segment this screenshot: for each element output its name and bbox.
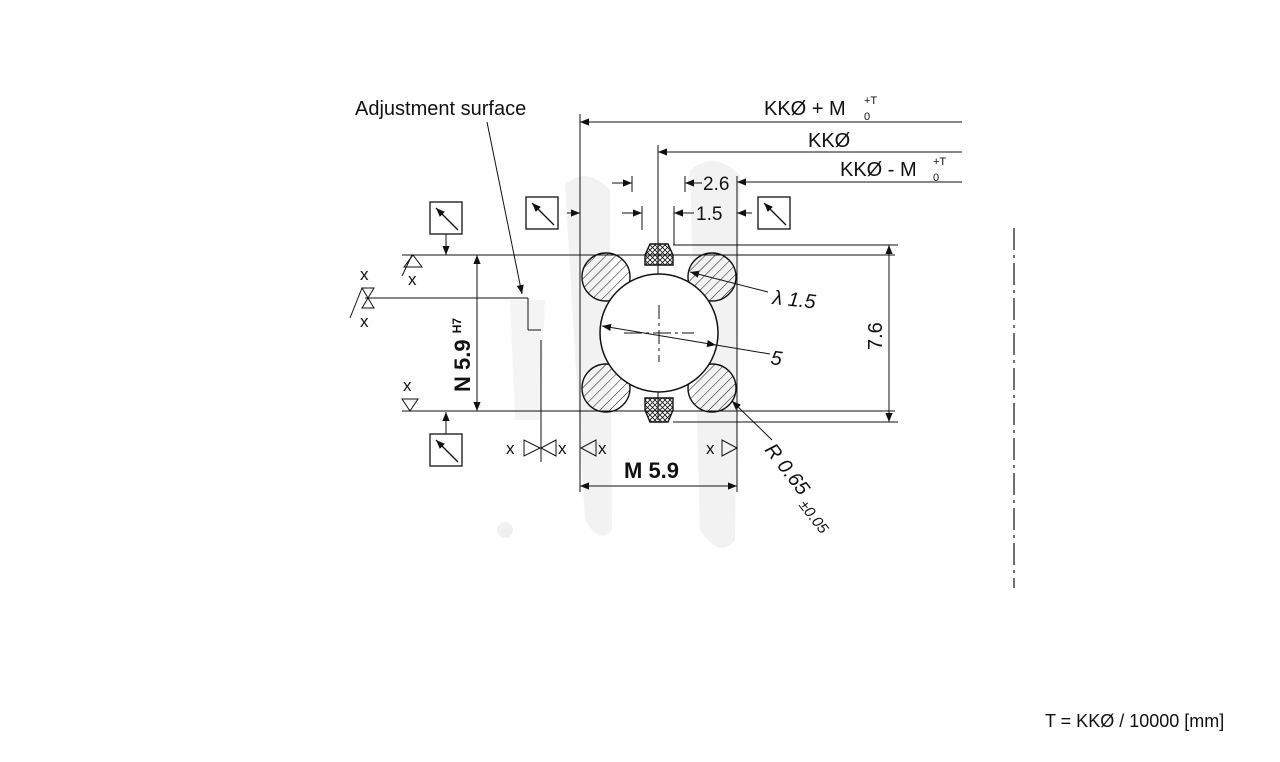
adjustment-leader <box>486 121 524 295</box>
radius-leader <box>731 400 773 441</box>
surface-marks-bottom: x x x x <box>506 439 739 458</box>
tolerance-box-icon <box>757 196 791 230</box>
x-mark: x <box>403 376 412 395</box>
adjustment-surface-label: Adjustment surface <box>355 98 526 120</box>
tolerance-box-icon <box>429 412 463 467</box>
surface-marks-left: x x x x <box>349 254 423 412</box>
dim-n59-main: N 5.9 <box>450 339 475 392</box>
x-mark: x <box>360 312 369 331</box>
kk-minus-label: KKØ - M <box>840 159 917 181</box>
x-mark: x <box>506 439 515 458</box>
kk-plus-sub: 0 <box>864 111 870 123</box>
part-section <box>581 243 771 423</box>
tolerance-box-icon <box>429 201 463 255</box>
x-mark: x <box>360 265 369 284</box>
radius-label: R 0.65 ±0.05 <box>755 440 840 538</box>
dim-7-6 <box>673 244 898 423</box>
x-mark: x <box>598 439 607 458</box>
dim-n59-sup: H7 <box>450 318 464 334</box>
tolerance-box-icon <box>525 196 559 230</box>
radius-main: R 0.65 <box>760 440 814 501</box>
dim-5-label: 5 <box>769 347 784 370</box>
x-mark: x <box>558 439 567 458</box>
tolerance-formula: T = KKØ / 10000 [mm] <box>1045 711 1224 731</box>
kk-plus-sup: +T <box>864 95 877 107</box>
dim-m59-label: M 5.9 <box>624 458 679 483</box>
x-mark: x <box>408 270 417 289</box>
kk-plus-main: KKØ + M <box>764 98 846 120</box>
radius-tol: ±0.05 <box>795 497 832 537</box>
dim-7-6-label: 7.6 <box>865 322 887 350</box>
kk-label: KKØ <box>808 130 850 152</box>
x-mark: x <box>706 439 715 458</box>
dim-n59-label: N 5.9 H7 <box>450 318 475 392</box>
lambda-label: λ 1.5 <box>770 287 817 314</box>
kk-minus-sub: 0 <box>933 172 939 184</box>
dim-2-6: 2.6 <box>703 174 729 195</box>
kk-minus-sup: +T <box>933 156 946 168</box>
kk-minus-main: KKØ - M <box>840 159 917 181</box>
lambda-leader <box>689 270 769 293</box>
kk-plus-label: KKØ + M <box>764 98 846 120</box>
dim-1-5: 1.5 <box>696 204 722 225</box>
